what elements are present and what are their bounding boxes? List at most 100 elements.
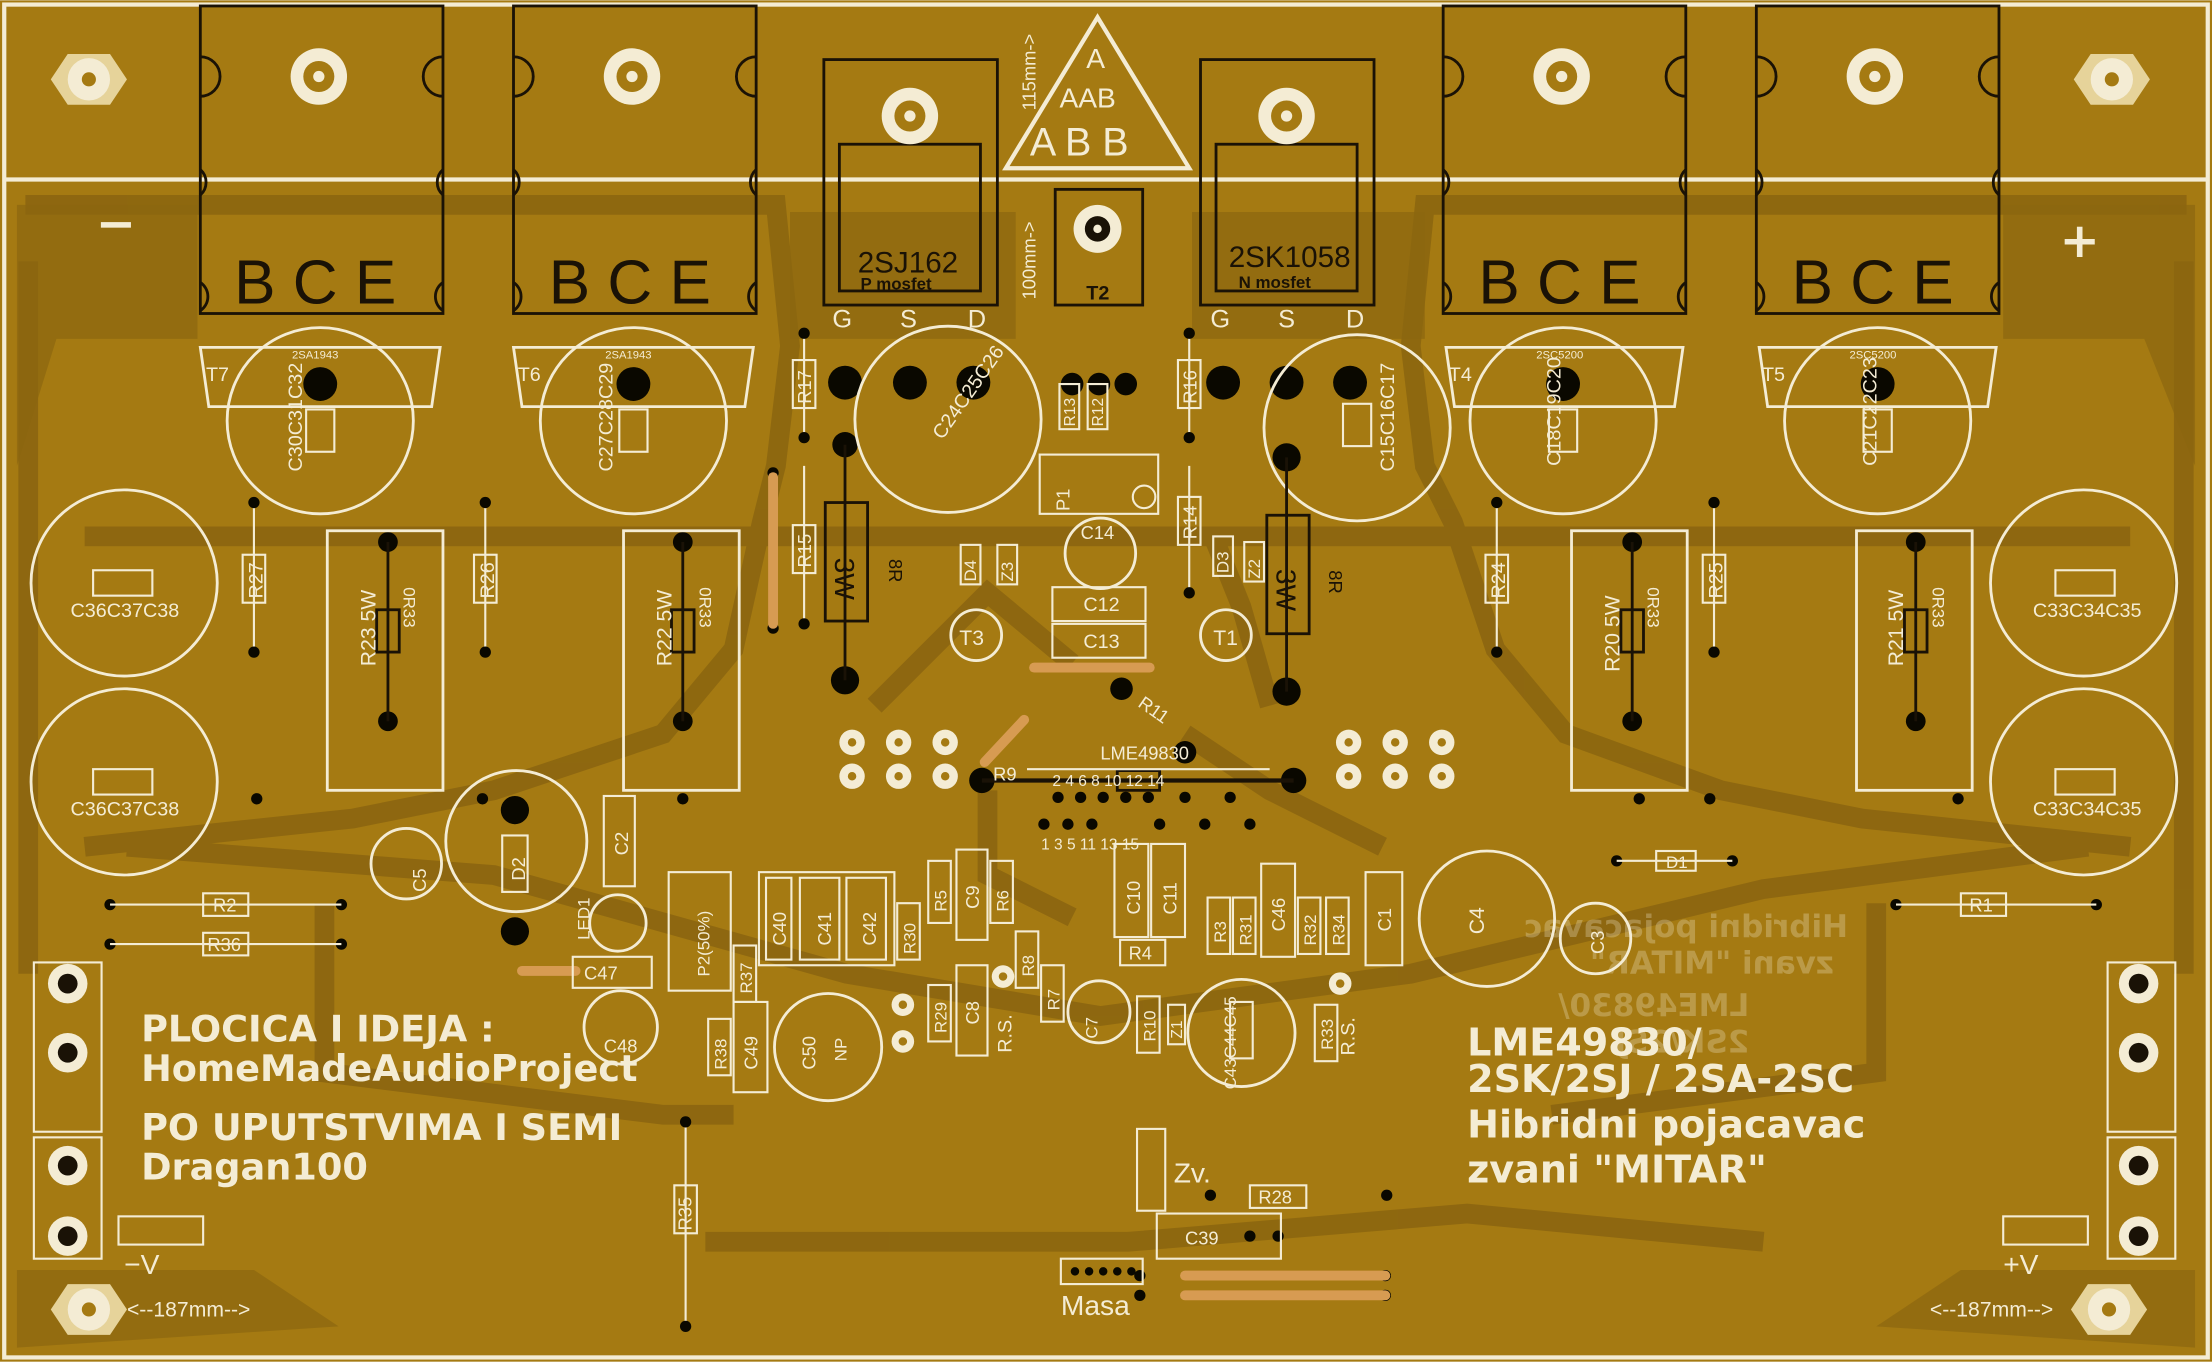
mosfet-2SK1058: 2SK1058 N mosfet G S D	[1199, 58, 1376, 334]
rs-left: R.S.	[994, 1014, 1016, 1052]
res-R20: R20 5W	[1602, 595, 1625, 671]
res-R21: R21 5W	[1885, 590, 1908, 666]
wire-bridges	[517, 472, 1391, 1301]
logo-bottom: A B B	[1030, 121, 1129, 165]
mirror-line3: LME49830/	[1558, 988, 1750, 1024]
solder-pads	[303, 365, 1926, 946]
pin-letters: B C E	[234, 249, 396, 318]
cap-C3: C3	[1587, 931, 1608, 954]
ref-T5: T5	[1762, 364, 1785, 386]
lower-component-outlines	[117, 794, 2089, 1286]
pin-d: D	[1346, 306, 1364, 334]
res-R9: R9	[993, 763, 1016, 784]
pot-P1: P1	[1052, 489, 1073, 511]
cap-C46: C46	[1268, 898, 1289, 932]
dim-vertical-mid: 100mm->	[1018, 221, 1039, 299]
power-transistor-T6: B C E	[512, 4, 758, 318]
title-line2: 2SK/2SJ / 2SA-2SC	[1467, 1057, 1854, 1101]
zener-Z2: Z2	[1245, 559, 1264, 579]
title-line4: zvani "MITAR"	[1467, 1148, 1767, 1192]
cap-C15C16C17: C15C16C17	[1377, 363, 1399, 472]
ic-name: LME49830	[1100, 742, 1189, 763]
res-R12: R12	[1090, 398, 1107, 426]
power-rating: 3W	[829, 558, 861, 601]
res-R32: R32	[1301, 914, 1320, 945]
res-R25: R25	[1705, 562, 1727, 598]
ic-pins-bottom: 1 3 5 11 13 15	[1041, 837, 1139, 854]
cap-C43C44C45: C43C44C45	[1221, 996, 1240, 1089]
mirror-line1: Hibridni pojacavac	[1524, 909, 1848, 945]
res-R2: R2	[213, 895, 236, 916]
resistor-3W-right: 3W 8R	[1265, 457, 1346, 692]
ohm-label: 0R33	[1644, 587, 1663, 627]
res-R36: R36	[207, 934, 241, 955]
terminal-block-left	[32, 961, 103, 1260]
value-8R: 8R	[1325, 570, 1346, 593]
center-parts	[959, 453, 1266, 659]
white-pad-holes	[847, 738, 1446, 781]
zener-Z3: Z3	[998, 562, 1017, 582]
logo-mid: AAB	[1059, 82, 1115, 114]
diode-D2: D2	[508, 857, 529, 880]
res-R26: R26	[477, 562, 499, 598]
masa-pins	[1070, 1267, 1136, 1276]
emitter-resistor-bodies	[375, 542, 1929, 722]
cap-C2: C2	[611, 832, 632, 855]
pin-g: G	[832, 306, 852, 334]
cap-C39: C39	[1185, 1228, 1219, 1249]
cap-group-left-2: C36C37C38	[71, 799, 180, 821]
res-R30: R30	[901, 923, 920, 954]
label-Masa: Masa	[1061, 1289, 1130, 1321]
res-R22: R22 5W	[654, 590, 677, 666]
cap-C49: C49	[741, 1036, 762, 1070]
res-R38: R38	[712, 1039, 731, 1070]
pin-letters: B C E	[1478, 249, 1640, 318]
part-2sa1943: 2SA1943	[605, 350, 651, 362]
mosfet-2SJ162: 2SJ162 P mosfet G S D	[822, 58, 999, 334]
zener-Z1: Z1	[1169, 1021, 1186, 1039]
cap-NP: NP	[831, 1038, 850, 1062]
ic-pins-top: 2 4 6 8 10 12 14	[1052, 773, 1164, 790]
mirror-line4: 2SK/2SJ	[1615, 1025, 1750, 1061]
transistor-T2: T2	[1053, 187, 1145, 307]
ohm-label: 0R33	[1929, 587, 1948, 627]
mounting-hole	[2073, 53, 2150, 105]
mirrored-bottom-text: Hibridni pojacavac zvani "MITAR" LME4983…	[1524, 909, 1848, 1061]
resistor-3W-left: 3W 8R	[823, 444, 906, 681]
cap-C8: C8	[962, 1001, 983, 1024]
mounting-hole	[50, 53, 127, 105]
value-8R: 8R	[885, 559, 906, 582]
res-R24: R24	[1488, 562, 1510, 598]
mounting-hole	[2070, 1284, 2148, 1335]
res-R23: R23 5W	[357, 590, 380, 666]
cap-C48: C48	[604, 1036, 638, 1057]
cap-C11: C11	[1160, 882, 1181, 914]
cap-C50: C50	[798, 1036, 819, 1070]
pin-letters: B C E	[549, 249, 711, 318]
led-LED1: LED1	[575, 898, 594, 940]
res-R5: R5	[932, 890, 951, 912]
pin-s: S	[900, 306, 917, 334]
rs-pad-holes	[898, 972, 1345, 1046]
credits-line3: PO UPUTSTVIMA I SEMI	[141, 1106, 622, 1149]
ohm-label: 0R33	[696, 587, 715, 627]
res-R34: R34	[1329, 914, 1348, 945]
resistor-leads	[252, 333, 1716, 1327]
terminal-block-right	[2106, 961, 2177, 1260]
diode-D1: D1	[1666, 853, 1688, 872]
to247-outlines	[198, 345, 1998, 409]
cap-C41: C41	[814, 912, 835, 946]
mounting-hole	[50, 1284, 127, 1335]
pin-letters: B C E	[1792, 249, 1954, 318]
rs-right: R.S.	[1337, 1017, 1359, 1055]
res-R35: R35	[674, 1197, 695, 1231]
label-plus-v: +V	[2003, 1248, 2038, 1280]
logo-triangle: A AAB A B B	[1002, 13, 1193, 171]
copper-traces	[18, 195, 2194, 1252]
credits-line4: Dragan100	[141, 1146, 368, 1189]
res-R15: R15	[794, 534, 815, 568]
res-R4: R4	[1129, 943, 1152, 964]
dim-vertical-top: 115mm->	[1018, 34, 1039, 111]
cap-C4: C4	[1466, 907, 1489, 934]
